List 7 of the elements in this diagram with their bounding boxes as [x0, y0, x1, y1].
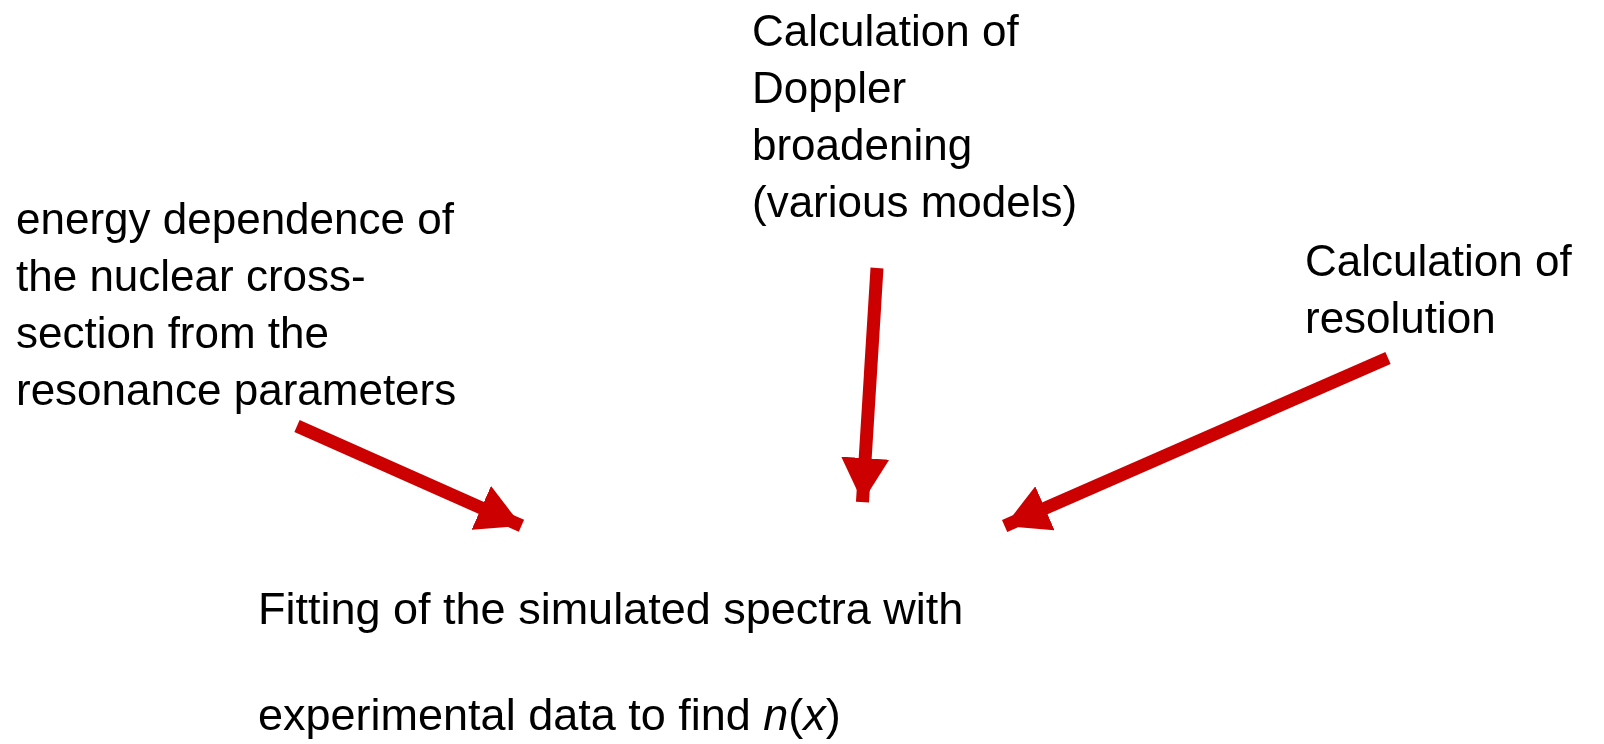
node-text: Calculation of Doppler broadening (various models) — [752, 6, 1078, 226]
arrow — [841, 267, 890, 503]
arrow — [294, 420, 525, 532]
node-text: energy dependence of the nuclear cross-section from the resonance parameters — [16, 194, 457, 414]
node-text: Calculation of resolution — [1305, 236, 1572, 342]
arrow — [1002, 352, 1391, 532]
node-text: Fitting of the simulated spectra with experimental data to find n(x) — [258, 583, 964, 740]
